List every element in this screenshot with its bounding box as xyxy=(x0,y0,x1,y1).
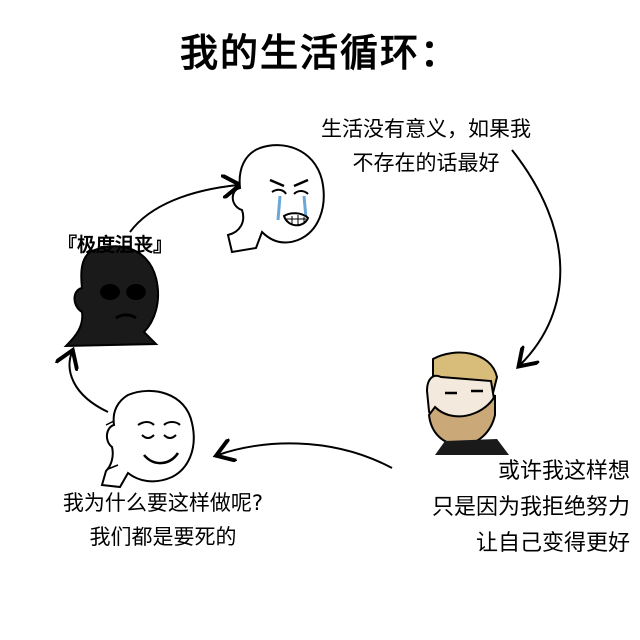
caption-line: 只是因为我拒绝努力 xyxy=(431,495,630,520)
arrow-sad-to-chad xyxy=(511,149,562,365)
doomer-shadow-icon xyxy=(63,245,160,348)
caption-chad: 或许我这样想 只是因为我拒绝努力 让自己变得更好 xyxy=(360,454,630,562)
crying-wojak-icon xyxy=(226,144,325,254)
caption-mask-wojak: 我为什么要这样做呢? 我们都是要死的 xyxy=(18,486,308,554)
arrow-mask-to-doomer xyxy=(70,352,109,413)
caption-line: 或许我这样想 xyxy=(497,459,630,484)
caption-line: 我们都是要死的 xyxy=(89,525,237,549)
caption-sad-wojak: 生活没有意义，如果我 不存在的话最好 xyxy=(276,112,576,180)
page-title: 我的生活循环： xyxy=(179,31,460,75)
caption-line: 不存在的话最好 xyxy=(352,151,500,175)
caption-line: 生活没有意义，如果我 xyxy=(321,117,531,141)
caption-line: 我为什么要这样做呢? xyxy=(62,491,264,515)
caption-line: 让自己变得更好 xyxy=(475,531,630,556)
yes-chad-icon xyxy=(425,351,509,455)
arrow-doomer-to-sad xyxy=(129,185,238,233)
arrow-chad-to-mask xyxy=(218,443,393,469)
caption-depressed: 『极度沮丧』 xyxy=(58,234,173,256)
mask-wojak-icon xyxy=(100,389,195,489)
